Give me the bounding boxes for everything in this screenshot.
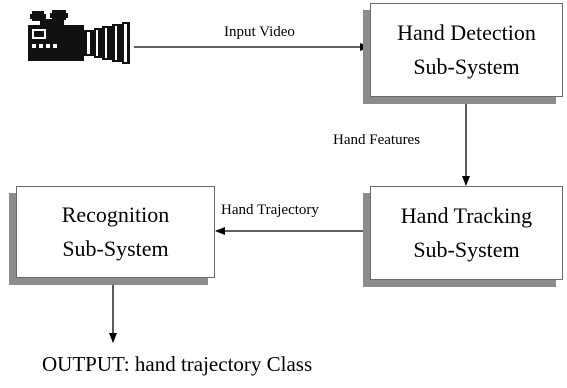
- edge-label-input-video: Input Video: [224, 24, 295, 40]
- hand-tracking-box: Hand Tracking Sub-System: [370, 186, 563, 280]
- hand-tracking-subtitle: Sub-System: [413, 237, 520, 262]
- video-camera-icon: [28, 10, 130, 64]
- recognition-title: Recognition: [61, 202, 170, 227]
- edge-label-hand-trajectory: Hand Trajectory: [221, 202, 319, 218]
- hand-tracking-title: Hand Tracking: [400, 203, 533, 228]
- hand-detection-subtitle: Sub-System: [413, 54, 520, 79]
- hand-detection-title: Hand Detection: [397, 20, 536, 45]
- recognition-subtitle: Sub-System: [62, 236, 169, 261]
- output-label: OUTPUT: hand trajectory Class: [42, 352, 313, 376]
- recognition-box: Recognition Sub-System: [16, 186, 215, 278]
- hand-detection-box: Hand Detection Sub-System: [370, 3, 563, 97]
- edge-label-hand-features: Hand Features: [333, 132, 421, 148]
